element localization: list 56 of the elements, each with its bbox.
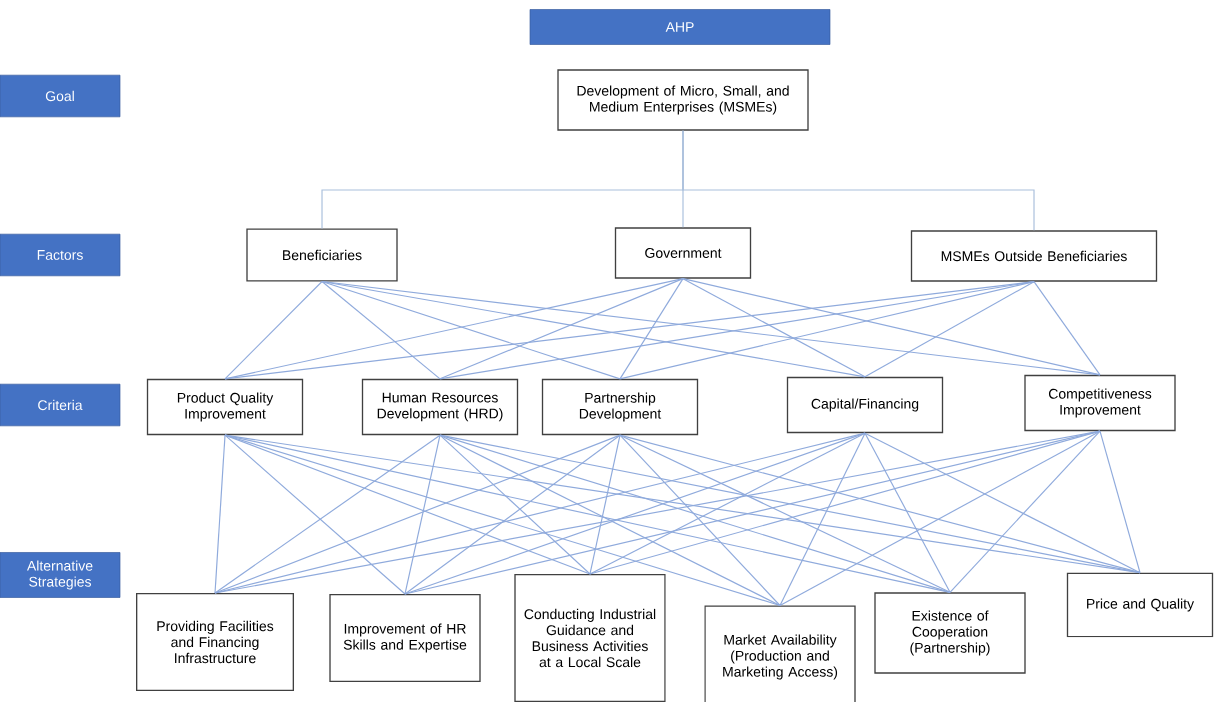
level-label: Criteria <box>0 383 121 427</box>
hierarchy-box: Existence of Cooperation (Partnership) <box>874 592 1026 674</box>
hierarchy-box: Providing Facilities and Financing Infrastructure <box>136 593 294 691</box>
connector-line <box>224 434 781 607</box>
title-banner: AHP <box>529 9 831 45</box>
level-label: Factors <box>0 233 121 277</box>
connector-line <box>589 434 621 575</box>
connector-line <box>439 278 684 380</box>
connector-line <box>214 434 441 594</box>
connector-line <box>224 280 323 380</box>
connector-line <box>779 432 866 607</box>
level-label: Goal <box>0 74 121 118</box>
hierarchy-box: Conducting Industrial Guidance and Business Activities at a Local Scale <box>514 574 666 702</box>
connector-line <box>321 280 621 380</box>
level-label: Alternative Strategies <box>0 552 121 598</box>
connector-line <box>864 432 1141 574</box>
hierarchy-box: Improvement of HR Skills and Expertise <box>329 594 481 682</box>
hierarchy-box: Human Resources Development (HRD) <box>361 378 519 436</box>
connector-line <box>619 434 951 593</box>
connector-line <box>682 130 1035 231</box>
connector-line <box>619 434 781 607</box>
connector-line <box>682 278 1101 376</box>
connector-line <box>224 434 406 595</box>
hierarchy-box: Development of Micro, Small, and Medium Enterprises (MSMEs) <box>557 69 809 131</box>
hierarchy-box: Market Availability (Production and Marketing Access) <box>704 605 856 702</box>
connector-line <box>1033 281 1101 376</box>
hierarchy-box: MSMEs Outside Beneficiaries <box>910 230 1158 282</box>
connector-line <box>864 281 1035 378</box>
connector-line <box>404 432 866 595</box>
connector-line <box>214 434 226 594</box>
connector-line <box>1099 430 1141 574</box>
connector-line <box>589 430 1101 575</box>
hierarchy-box: Product Quality Improvement <box>146 378 304 436</box>
hierarchy-box: Capital/Financing <box>786 376 944 434</box>
connector-line <box>439 434 951 593</box>
connector-line <box>439 434 781 607</box>
connector-line <box>619 281 1035 380</box>
connector-line <box>404 434 621 595</box>
connector-line <box>589 432 866 575</box>
hierarchy-box: Partnership Development <box>541 378 699 436</box>
hierarchy-box: Government <box>614 227 752 279</box>
connector-line <box>949 430 1101 593</box>
connector-line <box>321 280 441 380</box>
connector-line <box>779 430 1101 607</box>
connector-line <box>619 434 1141 574</box>
connector-line <box>682 278 866 378</box>
connector-line <box>439 434 591 575</box>
connector-line <box>439 281 1035 380</box>
hierarchy-box: Price and Quality <box>1066 572 1214 638</box>
connector-line <box>864 432 951 593</box>
connector-line <box>214 434 621 594</box>
connector-line <box>404 434 441 595</box>
connector-line <box>619 278 684 380</box>
hierarchy-box: Competitiveness Improvement <box>1024 374 1176 432</box>
connector-line <box>321 280 866 378</box>
hierarchy-box: Beneficiaries <box>246 228 398 282</box>
